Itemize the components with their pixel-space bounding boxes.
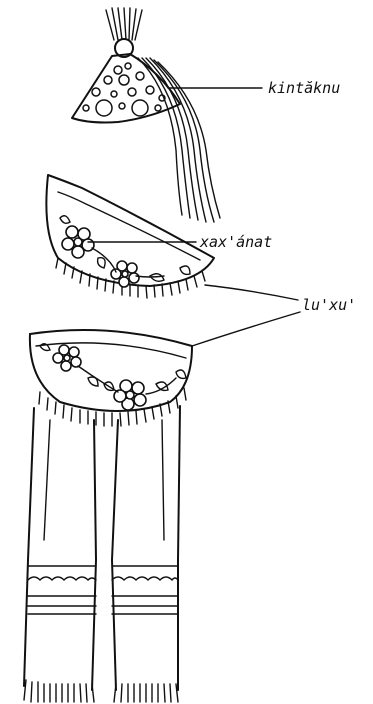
legging-left-bands — [28, 566, 96, 614]
leader-apron-lower — [192, 312, 300, 346]
label-flower: xax'ánat — [199, 233, 272, 251]
legging-right-fringe — [114, 684, 178, 702]
lower-apron-flower-left — [53, 345, 81, 371]
headdress-strands — [138, 58, 220, 222]
lower-apron — [30, 330, 192, 426]
legging-right — [112, 406, 180, 690]
legging-left-fringe — [24, 680, 94, 702]
headdress-tassel — [106, 8, 142, 40]
legging-left — [24, 408, 96, 690]
leggings — [24, 406, 180, 702]
label-headdress: kintăknu — [268, 79, 340, 97]
lower-apron-fringe — [39, 388, 186, 426]
lower-apron-flower-right — [114, 380, 146, 410]
lower-apron-outline — [30, 334, 192, 411]
legging-seams — [44, 420, 164, 540]
leader-lines — [88, 88, 300, 346]
upper-apron — [46, 175, 214, 298]
label-apron: lu'xu' — [302, 296, 356, 314]
leader-apron-upper — [205, 285, 298, 300]
headdress — [72, 8, 220, 222]
legging-right-bands — [112, 566, 178, 614]
